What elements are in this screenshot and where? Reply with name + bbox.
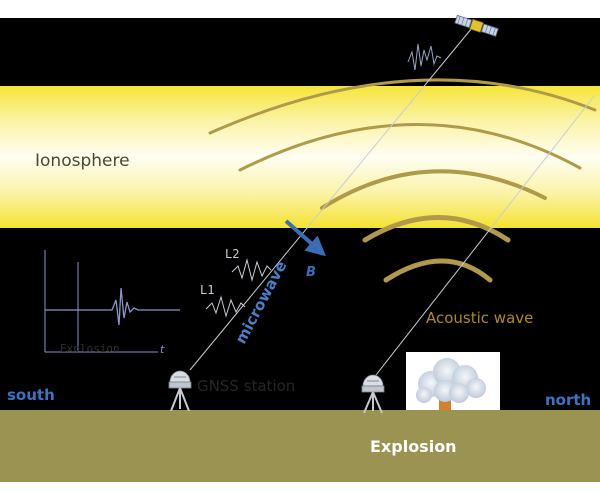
acoustic-arc-5 <box>383 258 493 283</box>
gnss-antenna-icon <box>168 370 192 412</box>
ground <box>0 410 600 482</box>
inset-x-label: Explosion <box>60 342 120 355</box>
magnetic-field-arrow <box>284 219 326 257</box>
explosion-ground-label: Explosion <box>370 437 457 456</box>
inset-signal-chart: Explosion t <box>44 250 180 356</box>
signal-path-station-2 <box>375 94 596 376</box>
signal-l2-wave <box>231 258 272 282</box>
north-label: north <box>545 391 591 409</box>
magnetic-field-label: B <box>306 265 316 280</box>
ionosphere-label: Ionosphere <box>35 151 130 171</box>
south-label: south <box>7 386 55 404</box>
acoustic-wave-arcs <box>208 78 597 283</box>
inset-signal-trace <box>45 287 180 326</box>
acoustic-arc-3 <box>320 169 547 210</box>
satellite-signal-squiggle <box>407 43 442 71</box>
acoustic-arc-1 <box>208 78 597 135</box>
signal-l2-label: L2 <box>225 247 239 261</box>
inset-t-label: t <box>160 343 165 356</box>
signal-path-station-1 <box>189 27 473 371</box>
acoustic-arc-2 <box>238 123 582 172</box>
signal-l1-wave <box>205 295 246 318</box>
acoustic-arc-4 <box>362 215 511 243</box>
signal-l1-label: L1 <box>200 283 214 297</box>
explosion-cloud-icon <box>406 352 500 410</box>
ionosphere-band <box>0 86 600 228</box>
gnss-station-label: GNSS station <box>197 377 295 395</box>
satellite-icon <box>454 14 499 37</box>
gnss-antenna-icon <box>361 374 385 414</box>
acoustic-wave-label: Acoustic wave <box>426 309 533 327</box>
